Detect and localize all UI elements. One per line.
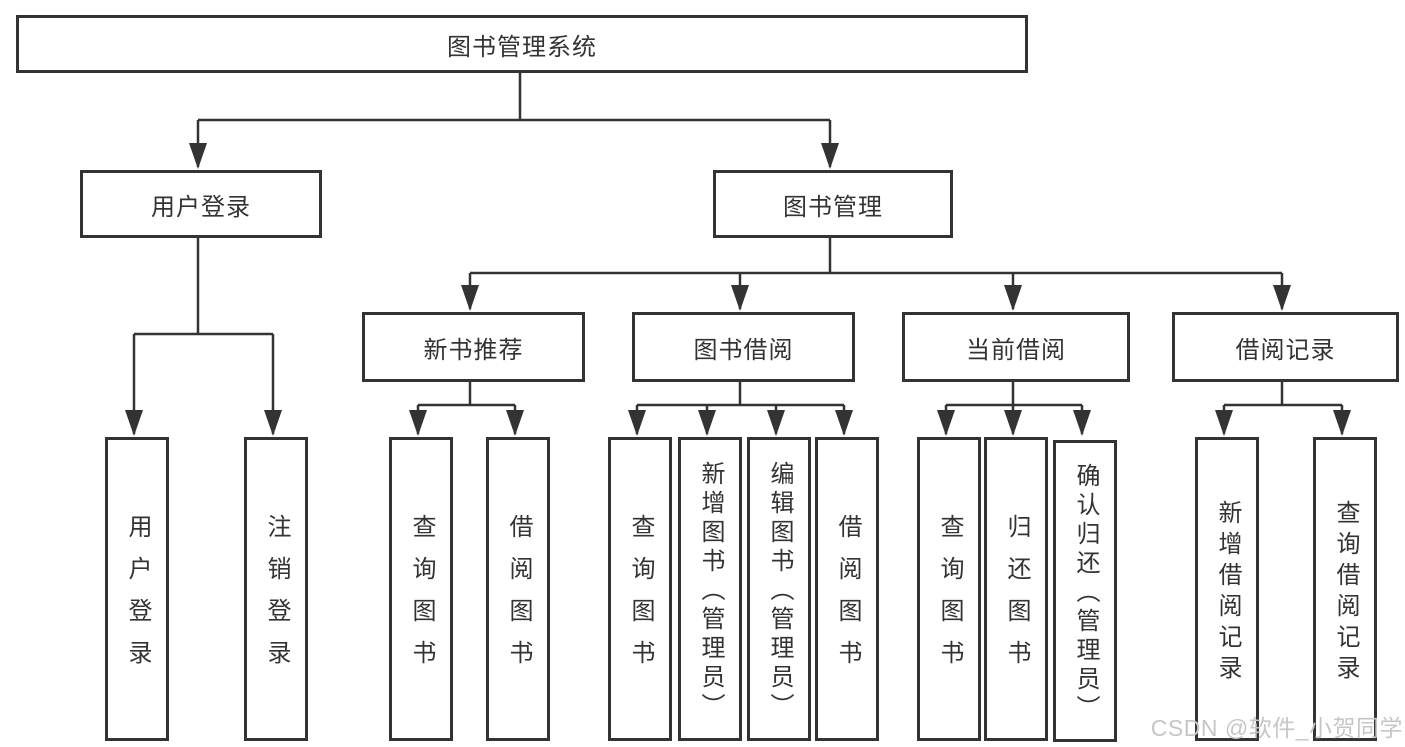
leaf-add-borrow-record-label: 新增借阅记录: [1214, 499, 1241, 686]
leaf-edit-book-admin-label: 编辑图书（管理员）: [766, 461, 793, 722]
leaf-query-book-1: 查询图书: [389, 437, 453, 741]
leaf-user-login: 用户登录: [105, 437, 169, 741]
leaf-query-borrow-record: 查询借阅记录: [1313, 437, 1377, 741]
node-root: 图书管理系统: [16, 15, 1028, 73]
leaf-return-book: 归还图书: [984, 437, 1048, 741]
node-current-borrow-label: 当前借阅: [966, 336, 1066, 364]
leaf-borrow-book-1: 借阅图书: [486, 437, 550, 741]
leaf-query-book-2-label: 查询图书: [627, 514, 654, 682]
node-new-book-recommend: 新书推荐: [362, 312, 585, 382]
leaf-add-book-admin: 新增图书（管理员）: [678, 437, 742, 741]
leaf-borrow-book-2: 借阅图书: [815, 437, 879, 741]
leaf-borrow-book-1-label: 借阅图书: [505, 514, 532, 682]
csdn-watermark: CSDN @软件_小贺同学: [1150, 715, 1403, 741]
leaf-user-login-label: 用户登录: [124, 514, 151, 682]
leaf-query-book-2: 查询图书: [608, 437, 672, 741]
leaf-query-borrow-record-label: 查询借阅记录: [1332, 499, 1359, 686]
leaf-confirm-return-admin-label: 确认归还（管理员）: [1072, 463, 1099, 724]
node-current-borrow: 当前借阅: [902, 312, 1130, 382]
node-book-borrow: 图书借阅: [632, 312, 855, 382]
leaf-add-borrow-record: 新增借阅记录: [1195, 437, 1259, 741]
leaf-query-book-3: 查询图书: [917, 437, 981, 741]
leaf-add-book-admin-label: 新增图书（管理员）: [697, 461, 724, 722]
node-root-label: 图书管理系统: [447, 33, 597, 61]
node-new-book-recommend-label: 新书推荐: [423, 336, 524, 364]
leaf-query-book-1-label: 查询图书: [408, 514, 435, 682]
node-user-login-label: 用户登录: [151, 193, 251, 221]
leaf-borrow-book-2-label: 借阅图书: [834, 514, 861, 682]
leaf-edit-book-admin: 编辑图书（管理员）: [747, 437, 811, 741]
leaf-confirm-return-admin: 确认归还（管理员）: [1053, 440, 1117, 742]
node-borrow-record-label: 借阅记录: [1235, 336, 1336, 364]
node-book-borrow-label: 图书借阅: [693, 336, 794, 364]
leaf-query-book-3-label: 查询图书: [936, 514, 963, 682]
leaf-return-book-label: 归还图书: [1003, 514, 1030, 682]
leaf-logout: 注销登录: [244, 437, 308, 741]
node-borrow-record: 借阅记录: [1172, 312, 1399, 382]
node-user-login: 用户登录: [80, 170, 322, 238]
leaf-logout-label: 注销登录: [263, 514, 290, 682]
node-book-management-label: 图书管理: [783, 193, 883, 221]
node-book-management: 图书管理: [713, 170, 953, 238]
